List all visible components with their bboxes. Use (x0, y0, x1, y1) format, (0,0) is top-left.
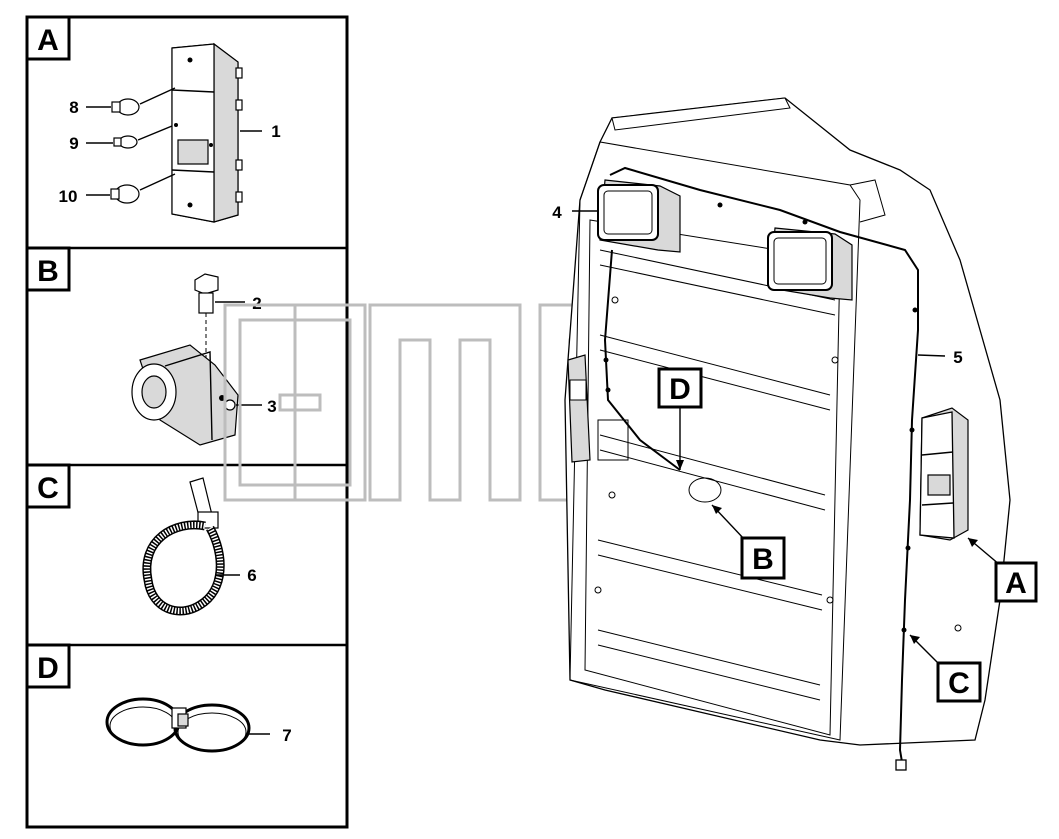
callout-d-letter: D (669, 373, 691, 406)
alarm-drawing (131, 344, 262, 446)
panel-d-letter-box (25, 643, 71, 689)
double-clamp-drawing (105, 697, 270, 753)
panel-c: C 6 (25, 463, 257, 616)
detail-panels: A (25, 15, 349, 829)
callout-b: B (740, 536, 786, 580)
callout-a-letter: A (1005, 567, 1027, 600)
work-light-right (767, 227, 853, 301)
bulb-9-drawing (113, 125, 173, 149)
callout-d: D (657, 367, 703, 409)
main-assembly: 4 5 D B A C (552, 97, 1038, 771)
part-number-6: 6 (247, 566, 256, 585)
panel-b-letter-box (25, 246, 71, 292)
part-number-9: 9 (69, 134, 78, 153)
part-number-1: 1 (271, 122, 280, 141)
tail-lamp-drawing (171, 42, 243, 223)
part-number-5: 5 (953, 348, 962, 367)
left-tail-lamp (567, 354, 591, 463)
panel-c-letter-box (25, 463, 71, 509)
part-number-4: 4 (552, 203, 562, 222)
panel-a-letter: A (37, 24, 59, 57)
bulb-8-drawing (111, 87, 176, 116)
cable-tie-drawing (142, 477, 240, 616)
wiring-harness (609, 166, 919, 763)
panel-b: B 2 3 (25, 246, 277, 446)
panel-a: A (25, 15, 281, 223)
part-number-10: 10 (59, 187, 78, 206)
panel-b-letter: B (37, 255, 59, 288)
part-number-7: 7 (282, 726, 291, 745)
part-number-8: 8 (69, 98, 78, 117)
part-number-3: 3 (267, 397, 276, 416)
panel-c-letter: C (37, 472, 59, 505)
panel-d-letter: D (37, 652, 59, 685)
callout-c: C (936, 661, 982, 703)
bulb-10-drawing (110, 173, 176, 204)
callout-a: A (994, 561, 1038, 603)
panels-frame (25, 15, 349, 829)
callout-b-letter: B (752, 543, 774, 576)
callout-c-letter: C (948, 667, 970, 700)
work-light-left (597, 179, 681, 253)
panel-d: D 7 (25, 643, 292, 753)
panel-a-letter-box (25, 15, 71, 61)
right-tail-lamp (919, 407, 969, 541)
